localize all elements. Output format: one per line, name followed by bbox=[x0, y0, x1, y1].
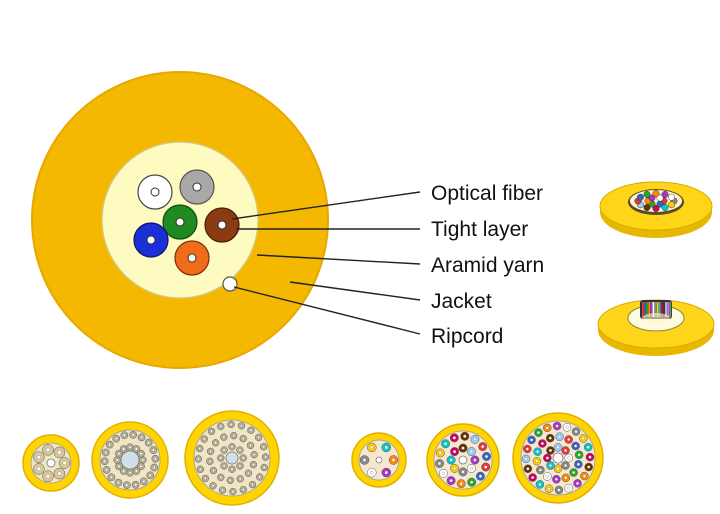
leader-ripcord bbox=[233, 286, 421, 335]
fiber-orange bbox=[174, 240, 210, 276]
ribbon-stripe bbox=[667, 302, 669, 317]
label-ripcord: Ripcord bbox=[431, 325, 503, 348]
ribbon-stripe bbox=[656, 302, 659, 317]
bundle-fiber bbox=[656, 194, 664, 202]
ribbon-stripe bbox=[665, 302, 667, 317]
ribbon-stripe bbox=[652, 302, 655, 317]
label-aramid-yarn: Aramid yarn bbox=[431, 254, 544, 277]
ribbon-stripe bbox=[646, 302, 648, 317]
ripcord-strand bbox=[222, 276, 238, 292]
variant-core bbox=[552, 452, 564, 464]
main-cable-cross-section bbox=[31, 71, 329, 369]
cable-3d-view-bottom bbox=[597, 299, 715, 356]
bundle-fiber bbox=[652, 205, 660, 212]
fiber-gray bbox=[179, 169, 215, 205]
ribbon-stripe bbox=[642, 302, 644, 317]
leader-optical-fiber bbox=[231, 191, 421, 220]
fiber-white bbox=[137, 174, 173, 210]
ribbon-stripe bbox=[658, 302, 661, 317]
variant-core bbox=[120, 450, 140, 470]
ribbon-stripe bbox=[660, 302, 663, 317]
cable-variant bbox=[184, 410, 280, 506]
cable-variant bbox=[351, 432, 407, 488]
cable-3d-view-top bbox=[599, 181, 713, 238]
bundle-fiber bbox=[643, 204, 651, 211]
leader-jacket bbox=[289, 281, 421, 301]
label-jacket: Jacket bbox=[431, 290, 492, 313]
variant-core bbox=[225, 451, 239, 465]
variant-core bbox=[458, 455, 468, 465]
label-tight-layer: Tight layer bbox=[431, 218, 528, 241]
ribbon-stripe bbox=[648, 302, 651, 317]
cable-variant bbox=[22, 434, 80, 492]
ribbon-stripe bbox=[663, 302, 665, 317]
ribbon-stripe bbox=[654, 302, 657, 317]
leader-lines bbox=[231, 191, 421, 335]
bundle-fiber bbox=[648, 194, 656, 202]
ribbon-stripe bbox=[650, 302, 653, 317]
bundle-fiber bbox=[652, 190, 660, 197]
variant-core bbox=[375, 456, 383, 464]
fiber-blue bbox=[133, 222, 169, 258]
cable-variant bbox=[91, 421, 169, 499]
cable-variants-row bbox=[22, 410, 604, 506]
variant-core bbox=[46, 458, 56, 468]
bundle-fiber bbox=[668, 193, 676, 201]
fiber-brown bbox=[204, 207, 240, 243]
cable-variant bbox=[426, 423, 500, 497]
bundle-fiber bbox=[643, 191, 651, 198]
bundle-fiber bbox=[661, 191, 669, 198]
ribbon-stripe bbox=[644, 302, 646, 317]
bundle-fiber bbox=[661, 204, 669, 211]
fiber-green bbox=[162, 204, 198, 240]
bundle-fiber bbox=[636, 193, 644, 201]
cable-variant bbox=[512, 412, 604, 504]
ribbon-stripe bbox=[669, 302, 672, 317]
label-optical-fiber: Optical fiber bbox=[431, 182, 543, 205]
leader-aramid-yarn bbox=[256, 254, 421, 265]
bundle-fiber bbox=[668, 201, 676, 209]
